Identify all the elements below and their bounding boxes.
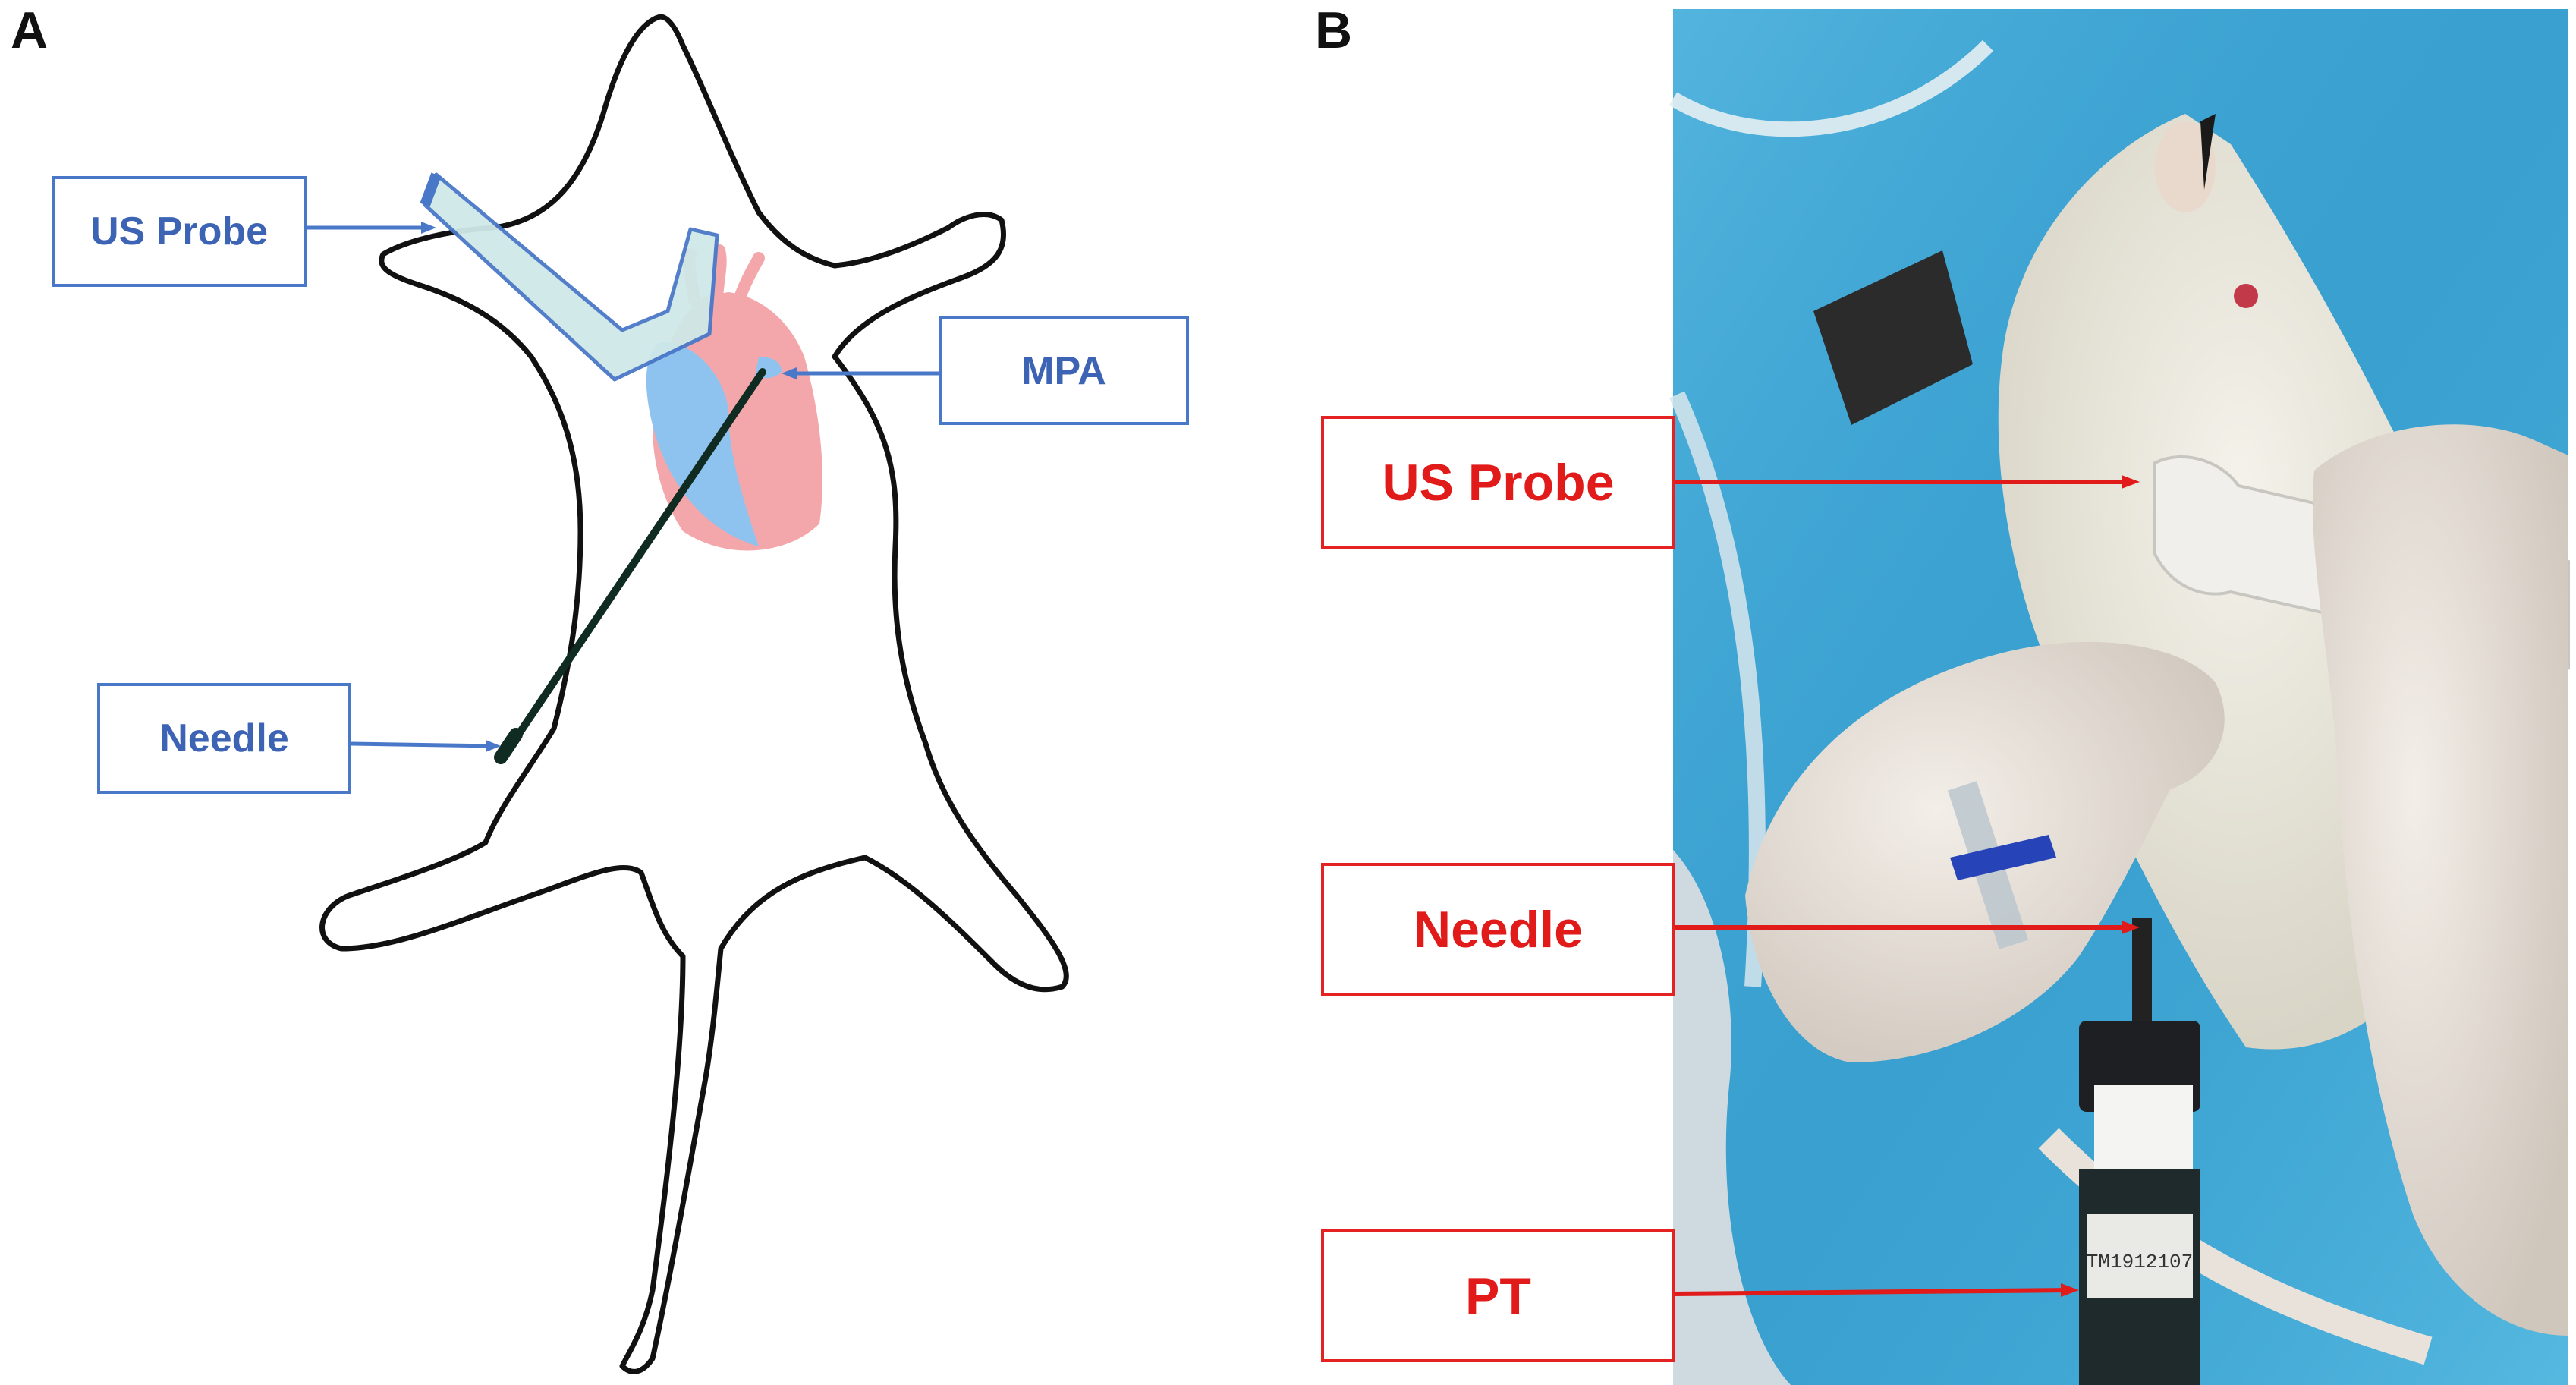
us-probe-label-a: US Probe — [52, 176, 307, 287]
rat-diagram — [306, 14, 1069, 1374]
needle-pointer — [351, 741, 494, 748]
pt-label: PT — [1321, 1229, 1675, 1362]
needle-line — [501, 368, 766, 759]
panel-b-letter: B — [1315, 2, 1353, 59]
needle-label-b: Needle — [1321, 863, 1675, 996]
device-label: TM1912107 — [2087, 1251, 2193, 1273]
panel-a-letter: A — [11, 2, 49, 59]
rat-body — [1998, 114, 2480, 1050]
us-probe-shape — [423, 172, 719, 382]
mpa-label: MPA — [939, 316, 1189, 425]
us-probe-label-b: US Probe — [1321, 416, 1675, 549]
rat-outline — [319, 14, 1069, 1374]
needle-label-a: Needle — [97, 683, 351, 794]
pt-pointer — [1672, 1288, 2072, 1296]
